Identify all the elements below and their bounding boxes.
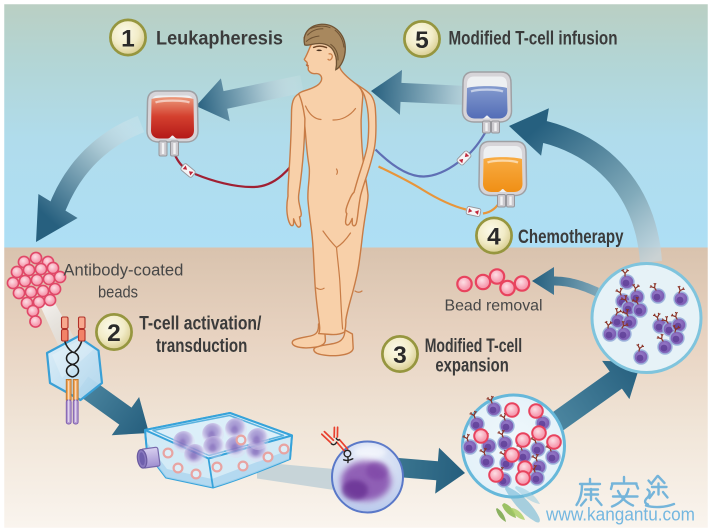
- svg-text:www.kangantu.com: www.kangantu.com: [545, 505, 695, 525]
- svg-text:Leukapheresis: Leukapheresis: [156, 28, 283, 49]
- svg-text:transduction: transduction: [156, 336, 247, 357]
- svg-text:expansion: expansion: [435, 356, 508, 377]
- svg-text:2: 2: [107, 320, 121, 347]
- svg-text:beads: beads: [98, 283, 138, 302]
- svg-text:3: 3: [393, 342, 407, 369]
- svg-text:1: 1: [121, 26, 135, 53]
- svg-text:Bead removal: Bead removal: [445, 298, 543, 315]
- svg-text:Antibody-coated: Antibody-coated: [63, 261, 183, 280]
- svg-text:Modified T-cell: Modified T-cell: [425, 336, 522, 357]
- svg-text:Modified T-cell infusion: Modified T-cell infusion: [449, 29, 618, 50]
- svg-text:Chemotherapy: Chemotherapy: [518, 227, 624, 248]
- svg-text:4: 4: [487, 224, 501, 251]
- svg-text:T-cell activation/: T-cell activation/: [139, 314, 262, 335]
- svg-text:5: 5: [415, 27, 429, 54]
